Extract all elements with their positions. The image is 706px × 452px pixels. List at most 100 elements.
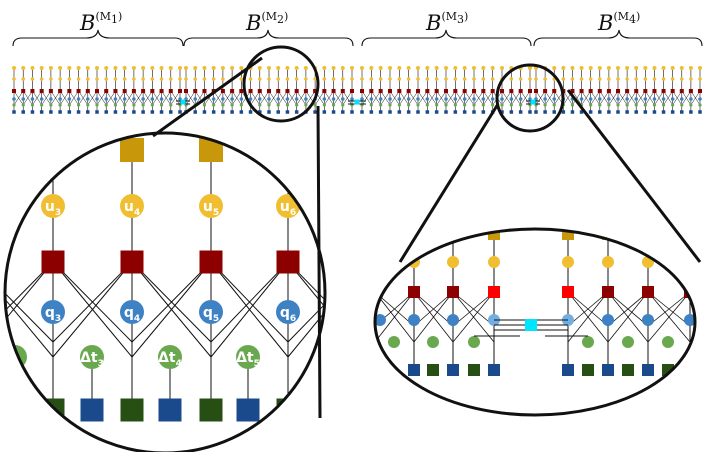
strip-q-node <box>434 97 439 101</box>
strip-q-node <box>150 97 155 101</box>
strip-bottom-square <box>104 110 108 114</box>
strip-red-square <box>113 89 118 93</box>
strip-q-node <box>95 97 99 101</box>
strip-red-square <box>350 89 354 93</box>
strip-q-node <box>294 97 299 101</box>
strip-edge <box>608 90 619 106</box>
strip-top-node <box>570 66 575 70</box>
strip-red-square <box>369 89 374 93</box>
strip-edge <box>250 90 260 106</box>
strip-top-node <box>616 66 620 70</box>
strip-red-square <box>340 89 345 93</box>
strip-red-square <box>360 89 364 93</box>
strip-q-node <box>625 97 629 101</box>
strip-bottom-square <box>670 110 675 114</box>
strip-dt-node <box>472 103 476 107</box>
strip-u-node <box>425 77 430 81</box>
factor-graph-strip <box>12 66 702 114</box>
strip-bottom-square <box>406 110 411 114</box>
strip-u-node <box>67 77 72 81</box>
strip-u-node <box>184 77 188 81</box>
strip-bottom-square <box>113 110 118 114</box>
strip-dt-node <box>652 103 657 107</box>
right-zoom-bottom-square <box>622 364 634 376</box>
strip-q-node <box>607 97 611 101</box>
strip-edge <box>278 90 288 106</box>
right-zoom-dt-node <box>622 336 634 348</box>
strip-dt-node <box>453 103 457 107</box>
strip-q-node <box>104 97 109 101</box>
strip-top-node <box>257 66 262 70</box>
strip-red-square <box>588 89 593 93</box>
strip-edge <box>572 90 582 106</box>
left-zoom-q-node-label: q5 <box>203 305 219 324</box>
strip-q-node <box>211 97 216 101</box>
strip-top-node <box>76 66 81 70</box>
strip-dt-node <box>230 103 234 107</box>
left-zoom-red-square <box>199 250 223 274</box>
strip-q-node <box>239 97 244 101</box>
strip-dt-node <box>141 103 145 107</box>
strip-edge <box>23 90 33 106</box>
strip-link-square <box>530 99 536 105</box>
left-magnifier-circle <box>242 45 320 123</box>
strip-u-node <box>350 77 354 81</box>
strip-dt-node <box>341 103 345 107</box>
strip-edge <box>78 90 88 106</box>
strip-q-node <box>500 97 504 101</box>
strip-top-node <box>369 66 374 70</box>
strip-red-square <box>453 89 458 93</box>
strip-top-node <box>698 66 702 70</box>
right-zoom-view <box>375 229 695 376</box>
strip-bottom-square <box>472 110 476 114</box>
strip-u-node <box>570 77 575 81</box>
left-zoom-red-square <box>120 250 144 274</box>
left-zoom-bottom-square <box>276 398 300 422</box>
strip-u-node <box>285 77 290 81</box>
strip-edge <box>133 90 144 106</box>
strip-red-square <box>95 89 99 93</box>
right-zoom-red-square <box>562 286 574 298</box>
strip-top-node <box>285 66 290 70</box>
strip-top-node <box>388 66 392 70</box>
strip-q-node <box>397 97 402 101</box>
strip-q-node <box>634 97 639 101</box>
strip-bottom-square <box>21 110 25 114</box>
strip-top-node <box>202 66 207 70</box>
left-zoom-bottom-square <box>5 398 29 422</box>
strip-red-square <box>141 89 146 93</box>
strip-bottom-square <box>141 110 145 114</box>
left-zoom-red-square <box>276 250 300 274</box>
strip-bottom-square <box>276 110 280 114</box>
strip-red-square <box>12 89 16 93</box>
strip-dt-node <box>285 103 290 107</box>
strip-red-square <box>579 89 584 93</box>
strip-bottom-square <box>534 110 538 114</box>
strip-u-node <box>661 77 666 81</box>
strip-q-node <box>230 97 234 101</box>
strip-q-node <box>481 97 486 101</box>
strip-u-node <box>267 77 271 81</box>
strip-u-node <box>76 77 81 81</box>
strip-red-square <box>661 89 666 93</box>
strip-top-node <box>625 66 630 70</box>
strip-bottom-square <box>518 110 523 114</box>
strip-bottom-square <box>322 110 327 114</box>
strip-u-node <box>122 77 127 81</box>
strip-red-square <box>552 89 557 93</box>
strip-red-square <box>378 89 383 93</box>
right-zoom-bottom-square <box>582 364 594 376</box>
right-zoom-bottom-square <box>642 364 654 376</box>
strip-q-node <box>416 97 420 101</box>
strip-u-node <box>113 77 118 81</box>
left-zoom-connector-b <box>316 105 322 419</box>
left-zoom-edge <box>5 261 54 343</box>
strip-top-node <box>12 66 16 70</box>
right-zoom-red-square <box>642 286 654 298</box>
strip-red-square <box>285 89 290 93</box>
strip-dt-node <box>67 103 71 107</box>
right-zoom-top-square <box>447 229 459 240</box>
strip-top-node <box>406 66 411 70</box>
strip-q-node <box>221 97 225 101</box>
